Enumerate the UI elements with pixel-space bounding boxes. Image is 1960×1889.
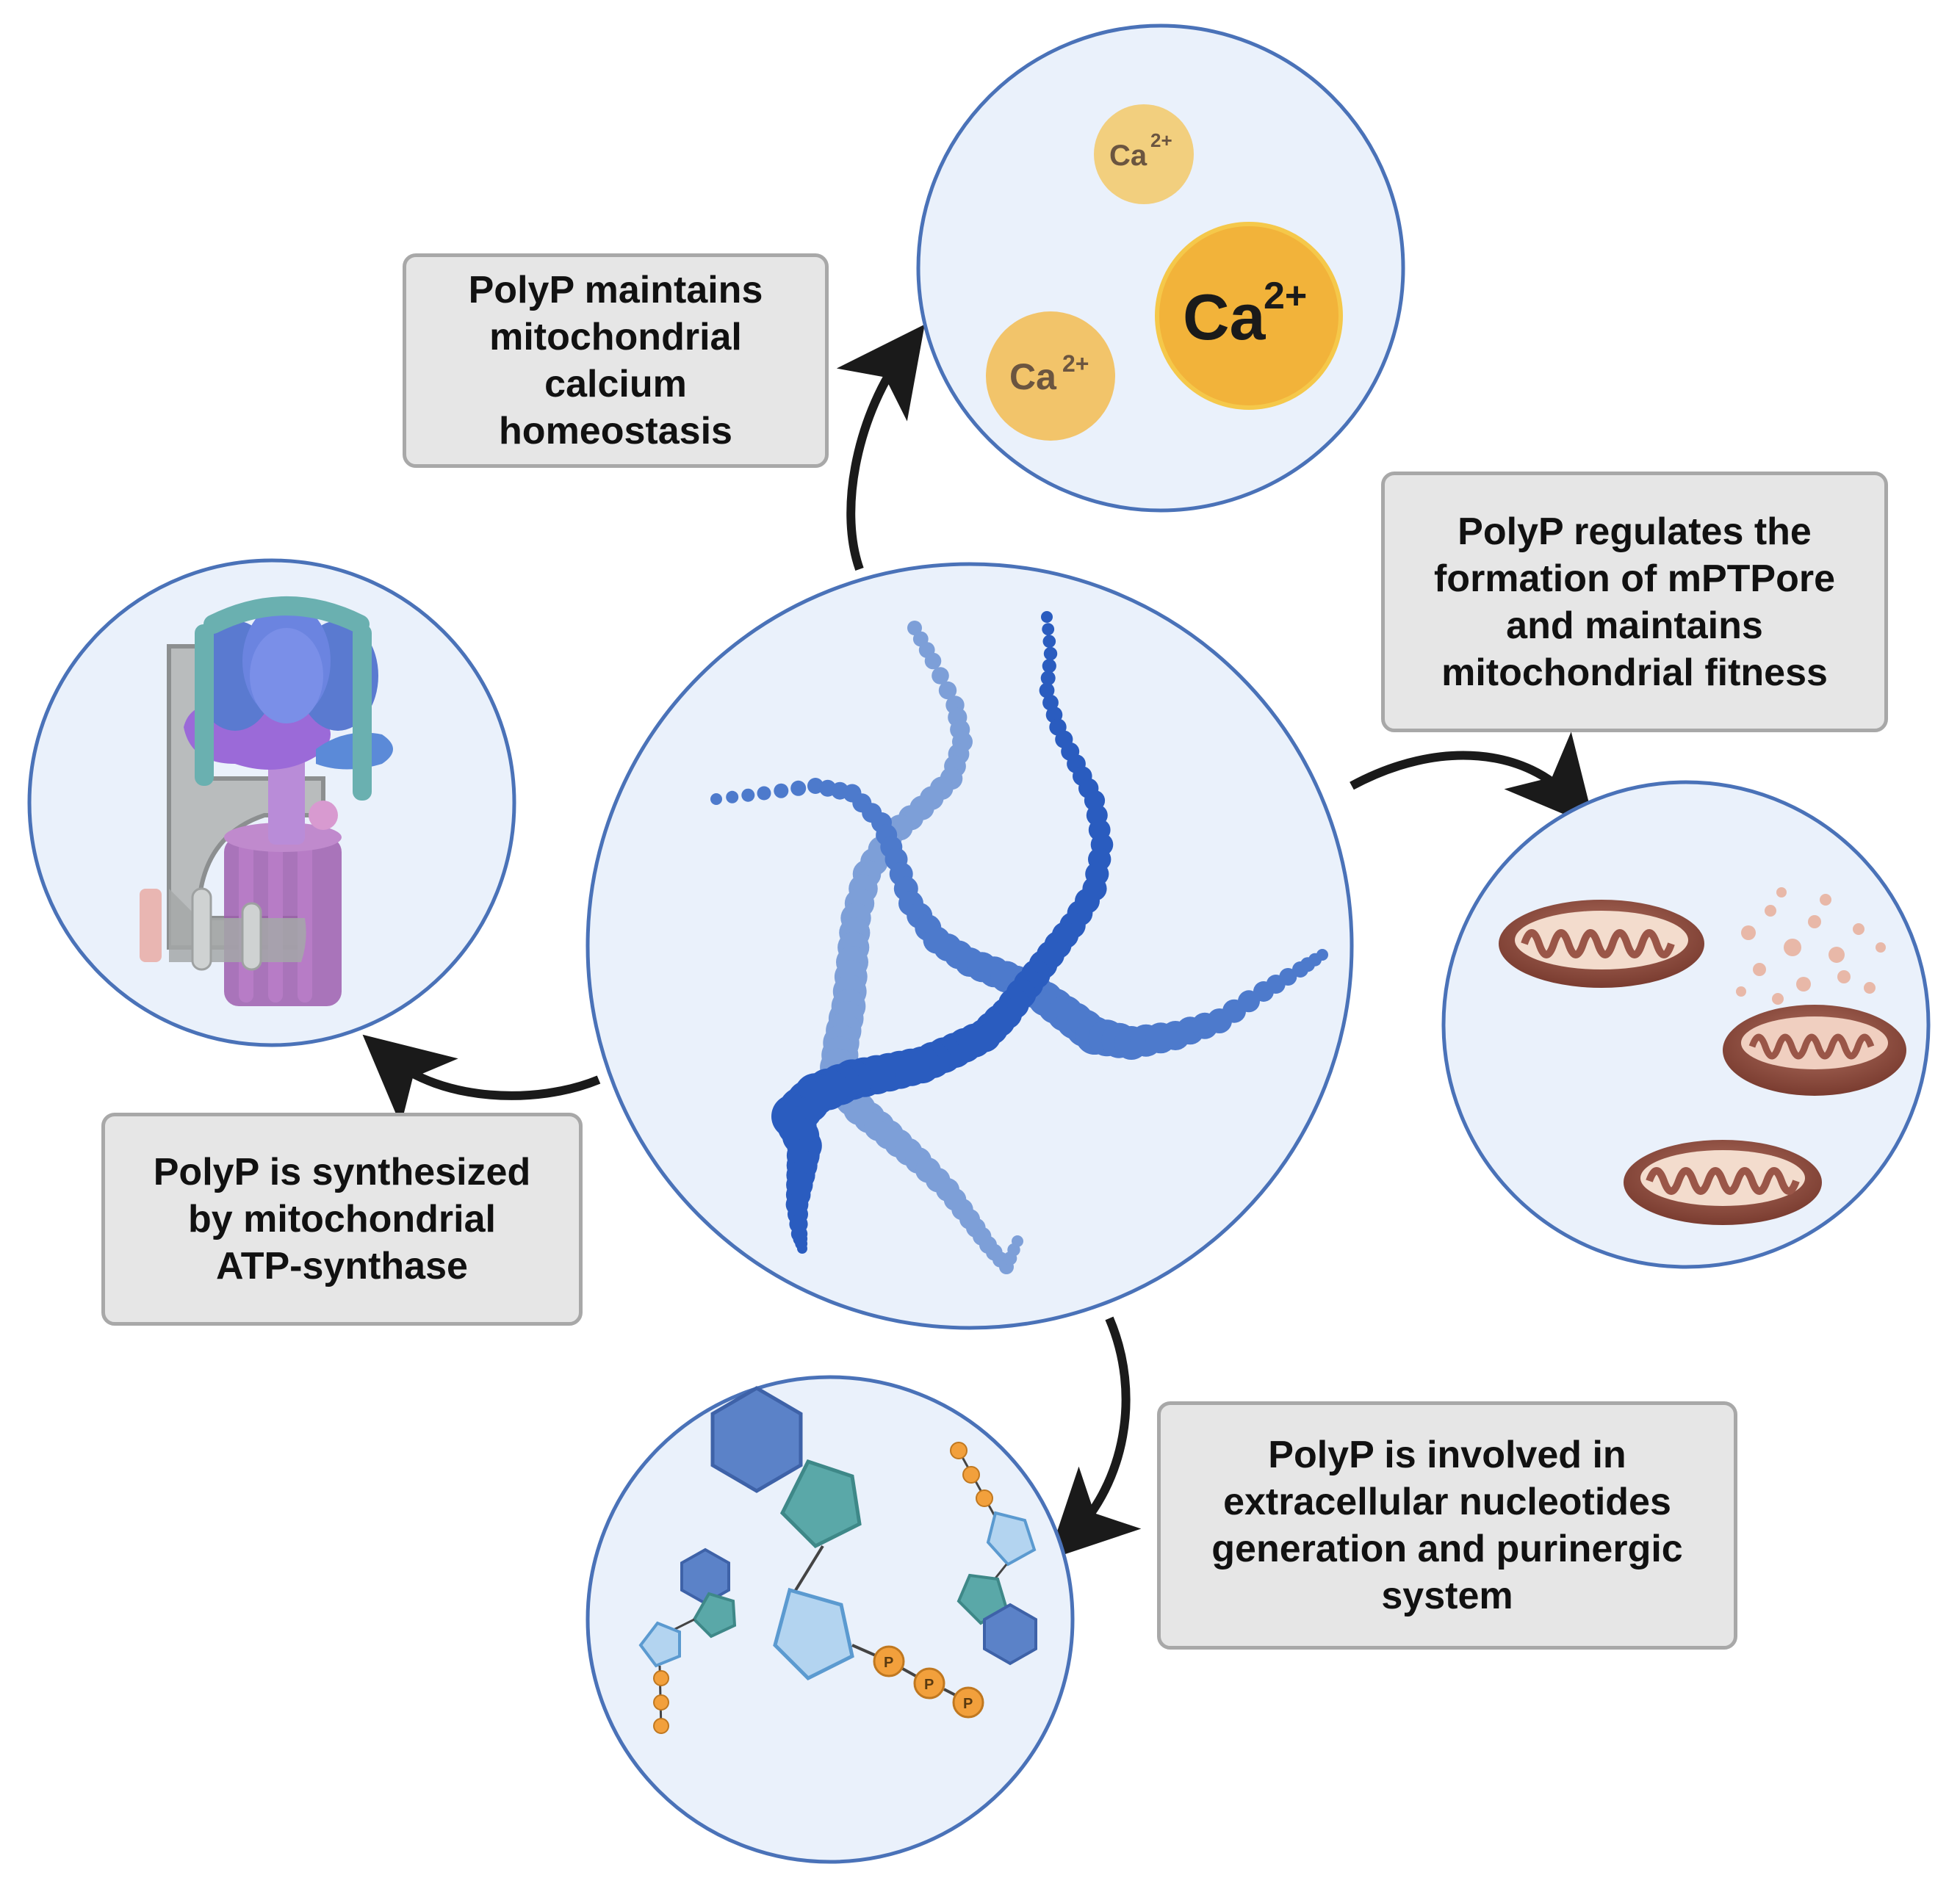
calcium-label: Ca bbox=[1009, 356, 1057, 397]
phosphate-label: P bbox=[963, 1696, 973, 1712]
calcium-panel: Ca 2+ Ca 2+ Ca 2+ bbox=[916, 24, 1405, 513]
polyp-chain bbox=[773, 1096, 822, 1254]
phosphate-bead bbox=[1279, 968, 1297, 986]
phosphate-icon: P bbox=[952, 1686, 984, 1719]
phosphate-bead bbox=[741, 788, 755, 802]
phosphate-bead bbox=[1042, 659, 1056, 673]
phosphate-icon bbox=[653, 1718, 669, 1734]
polyp-chain bbox=[1076, 949, 1328, 1060]
phosphate-bead bbox=[938, 681, 957, 700]
phosphate-icon: P bbox=[873, 1645, 905, 1677]
phosphate-label: P bbox=[884, 1655, 893, 1671]
caption-nucleotides-purinergic: PolyP is involved in extracellular nucle… bbox=[1157, 1401, 1737, 1650]
caption-text: PolyP is involved in extracellular nucle… bbox=[1211, 1434, 1683, 1617]
calcium-label: Ca bbox=[1109, 140, 1147, 172]
phosphate-bead bbox=[1012, 1235, 1023, 1247]
atp-synthase-icon bbox=[140, 596, 393, 1006]
phosphate-icon: P bbox=[913, 1667, 945, 1700]
calcium-charge: 2+ bbox=[1150, 129, 1172, 151]
caption-text: PolyP maintains mitochondrial calcium ho… bbox=[468, 269, 763, 452]
calcium-ion-large: Ca 2+ bbox=[1155, 222, 1343, 410]
arrow-to-atp-synthase bbox=[362, 1034, 601, 1126]
phosphate-bead bbox=[1042, 635, 1056, 649]
mitochondria-panel bbox=[1441, 780, 1931, 1269]
phosphate-icon bbox=[653, 1670, 669, 1686]
phosphate-bead bbox=[907, 621, 922, 635]
phosphate-label: P bbox=[924, 1677, 934, 1693]
calcium-ion-small-left: Ca 2+ bbox=[986, 311, 1115, 441]
phosphate-bead bbox=[797, 1243, 807, 1254]
atp-synthase-panel bbox=[27, 558, 516, 1047]
phosphate-bead bbox=[1039, 682, 1055, 698]
phosphate-bead bbox=[932, 667, 949, 685]
caption-text: PolyP regulates the formation of mPTPore… bbox=[1433, 510, 1836, 694]
nucleotide-icon-small-right bbox=[950, 1442, 1037, 1666]
phosphate-icon bbox=[976, 1489, 993, 1507]
arrows bbox=[362, 324, 1596, 1560]
phosphate-bead bbox=[1041, 611, 1053, 623]
polyp-chain bbox=[771, 611, 1114, 1138]
calcium-ion-small-top: Ca 2+ bbox=[1094, 104, 1194, 204]
nucleotide-icon-large: P P P bbox=[710, 1386, 984, 1719]
caption-calcium-homeostasis: PolyP maintains mitochondrial calcium ho… bbox=[403, 253, 829, 468]
phosphate-icon bbox=[950, 1442, 968, 1459]
arrow-to-mitochondria bbox=[1350, 732, 1596, 828]
nucleotide-icon-small-left bbox=[638, 1547, 737, 1734]
caption-atp-synthase: PolyP is synthesized by mitochondrial AT… bbox=[101, 1113, 583, 1326]
phosphate-bead bbox=[1043, 646, 1058, 661]
central-polyp-panel bbox=[586, 562, 1354, 1330]
phosphate-bead bbox=[1042, 623, 1055, 636]
nucleotides-panel: P P P bbox=[586, 1375, 1075, 1864]
phosphate-bead bbox=[790, 780, 807, 796]
phosphate-bead bbox=[924, 652, 942, 670]
phosphate-bead bbox=[726, 790, 739, 803]
mitochondrion-icon bbox=[1499, 900, 1704, 988]
calcium-charge: 2+ bbox=[1062, 350, 1089, 377]
phosphate-bead bbox=[757, 786, 771, 801]
calcium-label: Ca bbox=[1183, 281, 1267, 353]
phosphate-icon bbox=[962, 1466, 980, 1484]
mitochondrion-icon bbox=[1624, 1140, 1822, 1225]
caption-text: PolyP is synthesized by mitochondrial AT… bbox=[153, 1151, 531, 1287]
caption-mptpore-fitness: PolyP regulates the formation of mPTPore… bbox=[1381, 472, 1888, 732]
phosphate-bead bbox=[1040, 671, 1056, 686]
phosphate-bead bbox=[710, 793, 722, 805]
phosphate-icon bbox=[653, 1694, 669, 1711]
calcium-circle bbox=[916, 24, 1405, 513]
arrow-to-calcium bbox=[836, 324, 925, 571]
arrow-to-nucleotides bbox=[1048, 1316, 1142, 1560]
damaged-mitochondrion-icon bbox=[1723, 887, 1906, 1096]
calcium-charge: 2+ bbox=[1264, 275, 1307, 317]
phosphate-bead bbox=[1316, 949, 1328, 961]
polyp-chains bbox=[710, 611, 1328, 1274]
phosphate-bead bbox=[774, 783, 789, 798]
